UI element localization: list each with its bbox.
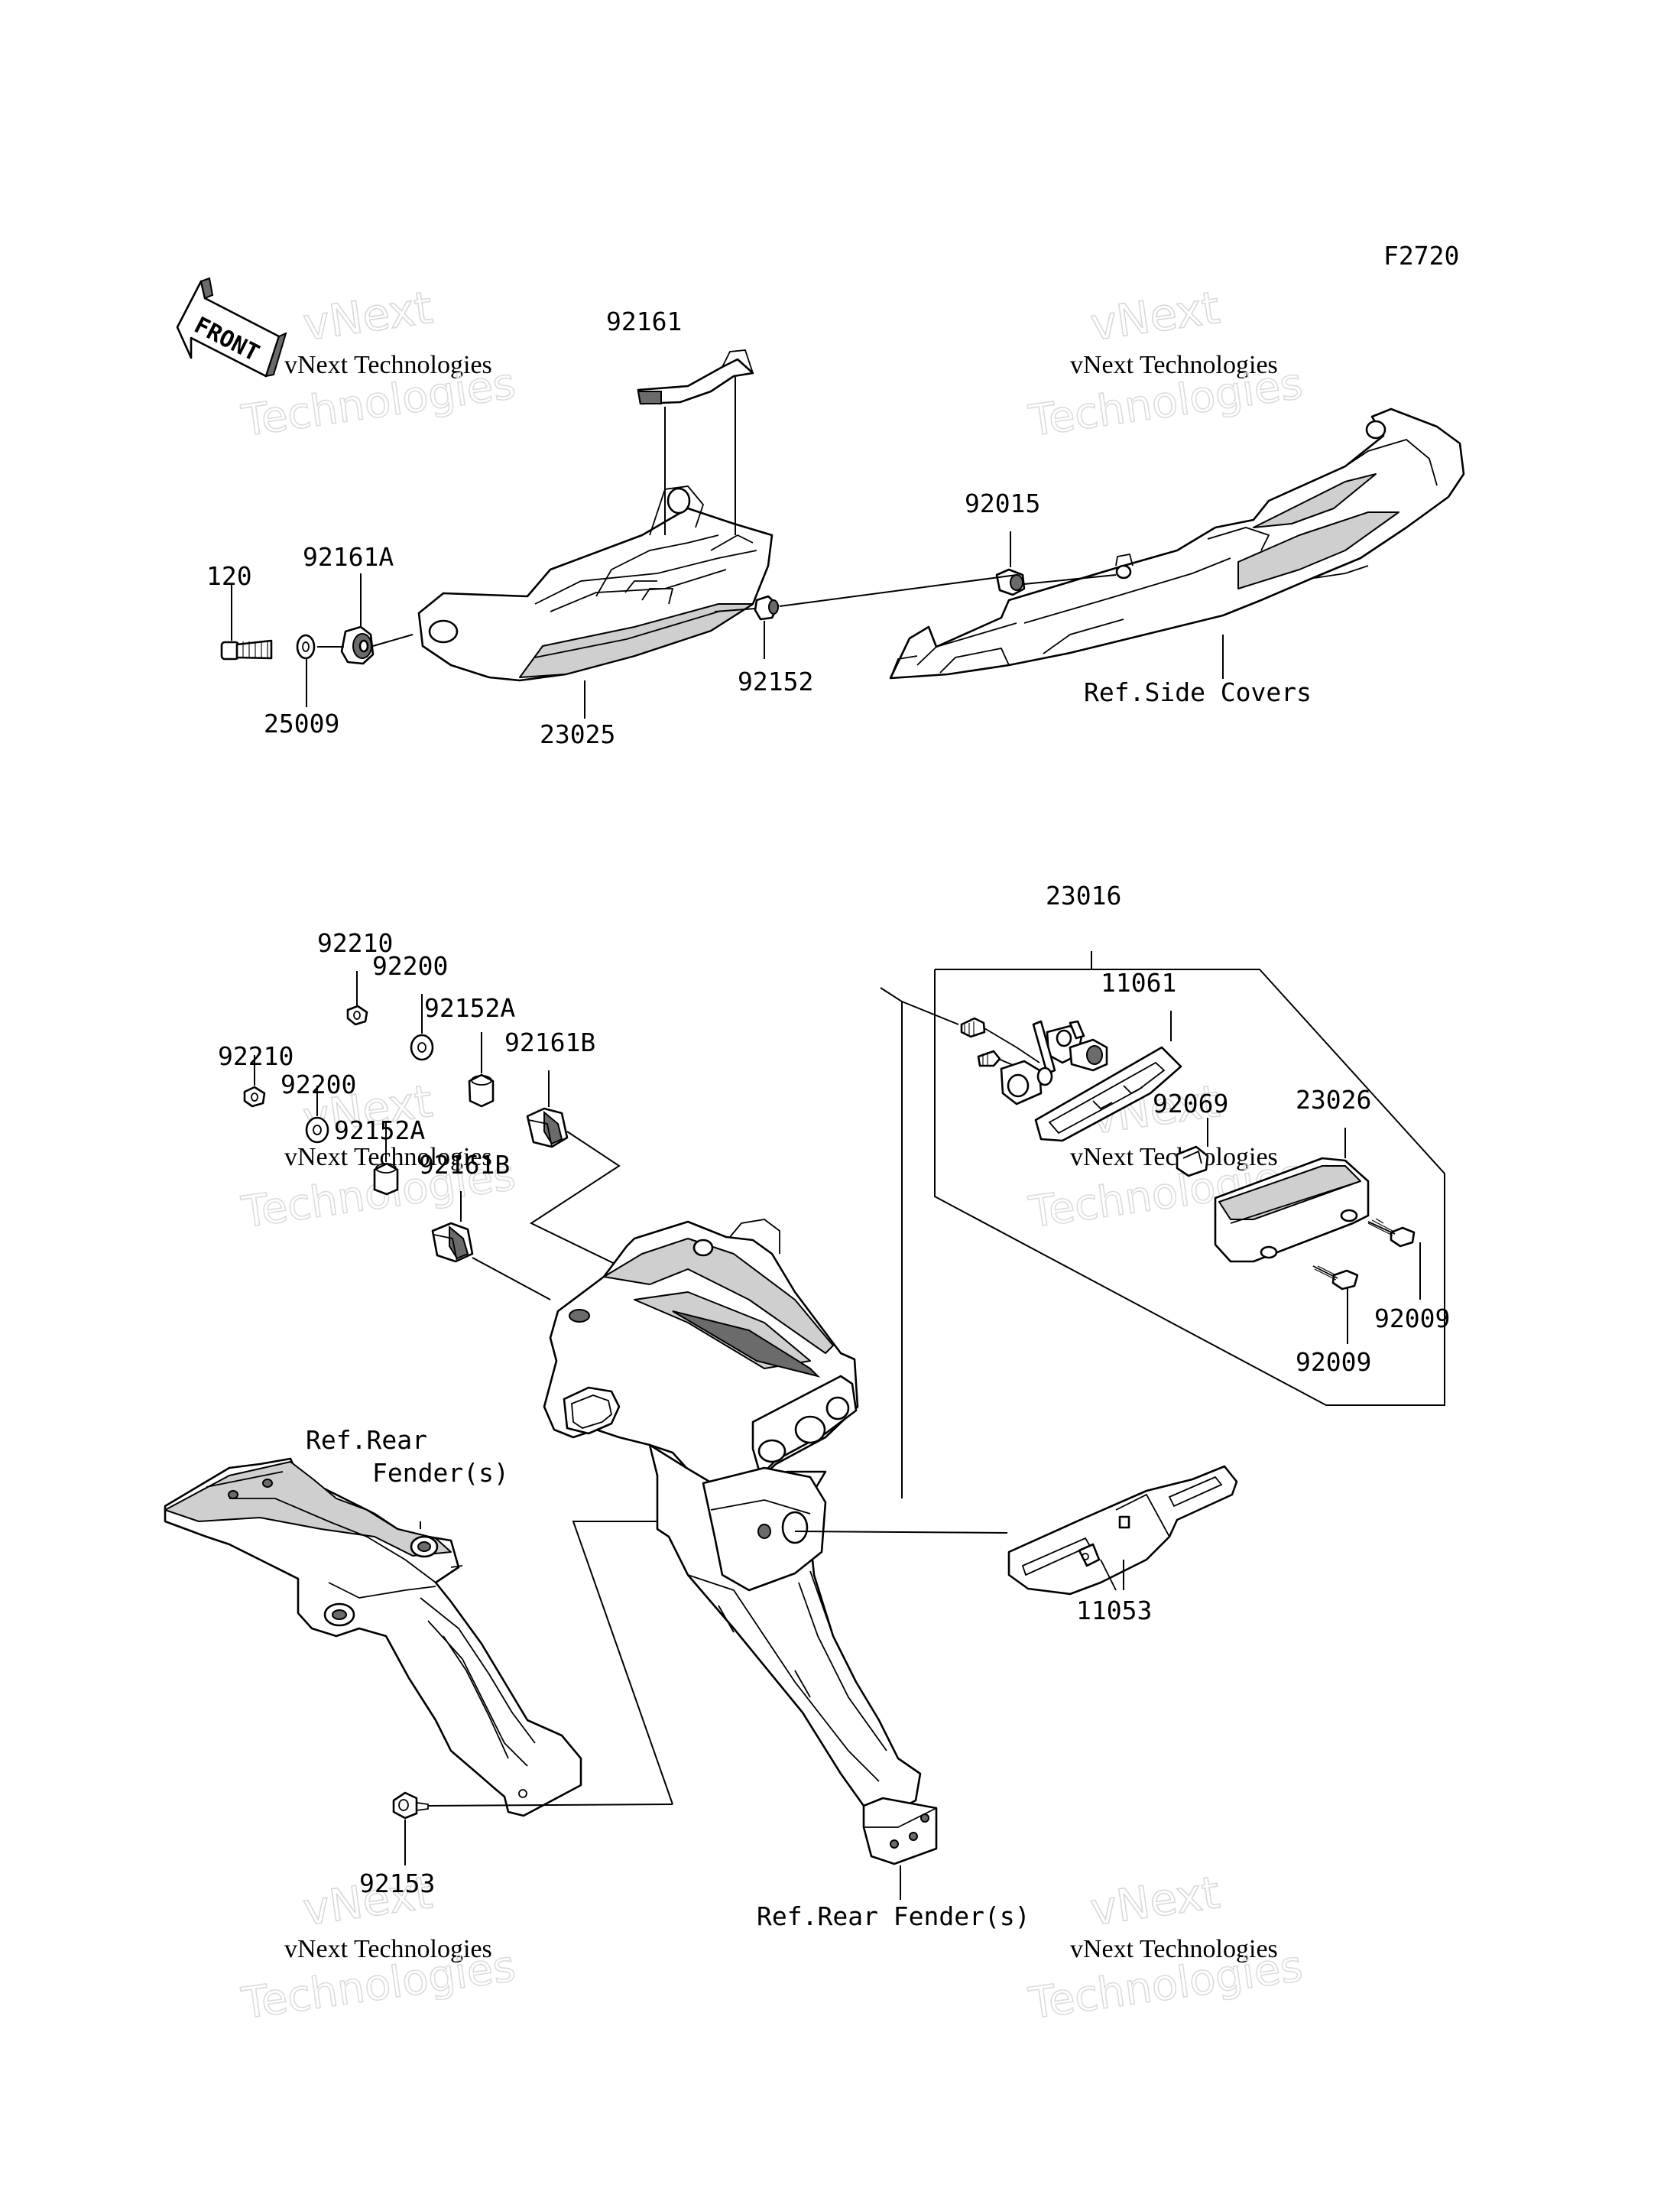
bolt-120	[220, 639, 273, 661]
label-120: 120	[206, 561, 252, 591]
bolt-92153	[392, 1791, 429, 1820]
label-ref-rear-fender-2: Ref.Rear Fender(s)	[757, 1901, 1030, 1931]
svg-text:vNext Technologies: vNext Technologies	[284, 1935, 492, 1963]
label-23026: 23026	[1296, 1085, 1371, 1115]
socket-assembly	[960, 1017, 1108, 1105]
clip-92069	[1176, 1145, 1209, 1177]
watermark-top-right: vNext vNext Technologies Technologies	[1025, 281, 1306, 447]
label-92161: 92161	[606, 307, 682, 336]
label-92210-a: 92210	[317, 928, 393, 958]
label-23025: 23025	[540, 719, 615, 749]
screw-92009-a	[1367, 1218, 1416, 1248]
mid-leader-lines	[254, 971, 1421, 1498]
collar-92152A-a	[468, 1073, 495, 1108]
label-ref-rear-fender-1b: Fender(s)	[372, 1458, 509, 1488]
nut-92015	[995, 568, 1026, 596]
top-leader-lines	[231, 377, 1224, 719]
label-92009-b: 92009	[1296, 1347, 1371, 1377]
front-arrow-icon: FRONT	[176, 277, 287, 378]
lower-leader-lines	[404, 1521, 1124, 1900]
label-92152: 92152	[738, 667, 813, 696]
label-92153: 92153	[359, 1868, 435, 1898]
label-ref-rear-fender-1a: Ref.Rear	[306, 1425, 427, 1455]
side-covers-ref	[889, 407, 1465, 680]
label-92015: 92015	[965, 489, 1040, 518]
seat-cowl-23025	[417, 485, 774, 682]
label-92161B-a: 92161B	[504, 1028, 595, 1057]
svg-text:vNext Technologies: vNext Technologies	[1070, 351, 1278, 379]
svg-text:vNext Technologies: vNext Technologies	[1070, 1935, 1278, 1963]
collar-92152	[754, 595, 780, 621]
washer-92200-b	[305, 1116, 329, 1144]
label-23016: 23016	[1046, 881, 1121, 911]
gasket-11061	[1034, 1046, 1182, 1142]
watermark-bottom-right: vNext vNext Technologies Technologies	[1025, 1865, 1306, 2030]
license-bracket-main	[543, 1219, 938, 1865]
label-11053: 11053	[1076, 1596, 1152, 1625]
svg-text:vNext: vNext	[1087, 1866, 1222, 1936]
diagram-code: F2720	[1383, 241, 1459, 271]
svg-text:vNext Technologies: vNext Technologies	[1070, 1143, 1278, 1171]
label-ref-side-covers: Ref.Side Covers	[1084, 677, 1312, 707]
label-92161B-b: 92161B	[419, 1150, 510, 1180]
grommet-92161A	[340, 625, 375, 665]
label-92210-b: 92210	[218, 1041, 294, 1071]
svg-text:vNext: vNext	[1087, 281, 1222, 351]
washer-92200-a	[410, 1034, 434, 1061]
grommet-92161B-b	[431, 1222, 474, 1263]
label-92200-a: 92200	[372, 951, 448, 981]
label-92069: 92069	[1153, 1089, 1228, 1118]
watermark-top-left: vNext vNext Technologies Technologies	[238, 281, 519, 447]
nut-92210-b	[243, 1086, 266, 1108]
rear-fender-ref	[164, 1457, 582, 1817]
label-92152A-a: 92152A	[424, 993, 515, 1023]
assembly-bracket-23016	[934, 951, 1445, 1406]
label-92009-a: 92009	[1374, 1304, 1450, 1333]
label-92200-b: 92200	[281, 1070, 356, 1099]
svg-text:vNext Technologies: vNext Technologies	[284, 351, 492, 379]
label-92152A-b: 92152A	[334, 1115, 425, 1145]
rubber-strap-92161	[637, 349, 754, 405]
collar-92152A-b	[373, 1162, 399, 1196]
nut-92210-a	[346, 1005, 368, 1026]
screw-92009-b	[1312, 1265, 1359, 1291]
washer-25009	[296, 634, 316, 660]
reflector-bracket-11053	[1007, 1465, 1238, 1596]
label-25009: 25009	[264, 709, 339, 739]
grommet-92161B-a	[526, 1107, 569, 1148]
svg-text:vNext: vNext	[300, 281, 435, 351]
label-11061: 11061	[1101, 968, 1176, 998]
label-92161A: 92161A	[303, 542, 394, 572]
lens-23026	[1214, 1157, 1370, 1263]
